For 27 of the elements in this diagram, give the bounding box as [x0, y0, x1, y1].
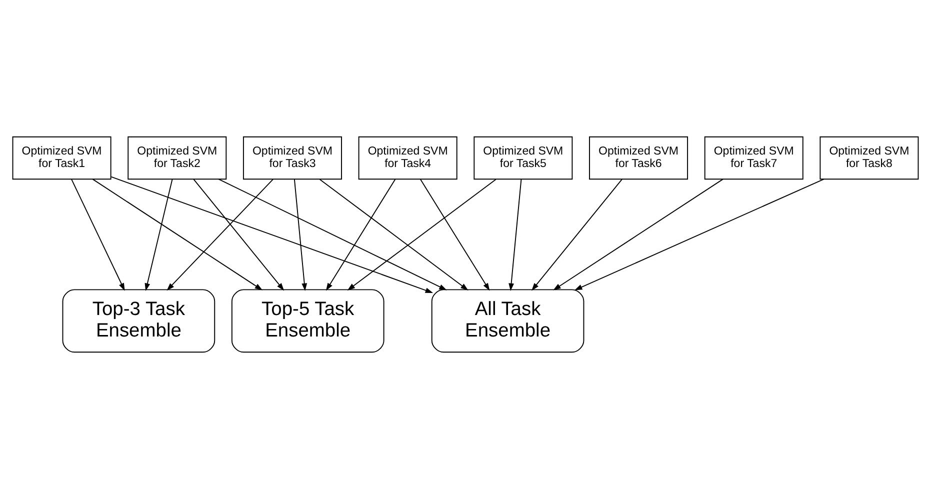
- arrow: [532, 178, 622, 290]
- node-box: Optimized SVM for Task8: [820, 136, 919, 180]
- arrow: [574, 178, 824, 290]
- arrow: [218, 178, 447, 290]
- node-box: All Task Ensemble: [431, 288, 584, 352]
- arrow: [326, 178, 396, 290]
- arrow: [553, 178, 724, 290]
- arrow: [71, 178, 125, 290]
- arrow: [420, 178, 490, 290]
- arrow: [347, 178, 496, 290]
- arrow: [92, 178, 263, 290]
- node-box: Optimized SVM for Task1: [12, 136, 112, 180]
- node-box: Optimized SVM for Task6: [589, 136, 688, 180]
- node-box: Optimized SVM for Task4: [358, 136, 458, 180]
- node-box: Top-3 Task Ensemble: [62, 288, 216, 352]
- node-box: Optimized SVM for Task2: [128, 136, 227, 180]
- arrow: [166, 178, 274, 290]
- node-box: Optimized SVM for Task3: [242, 136, 342, 180]
- arrow: [508, 178, 522, 291]
- arrow: [144, 178, 173, 290]
- arrow: [294, 178, 308, 291]
- arrow: [110, 176, 434, 292]
- arrow: [319, 178, 468, 290]
- node-box: Optimized SVM for Task7: [704, 136, 804, 180]
- node-box: Optimized SVM for Task5: [474, 136, 573, 180]
- arrow: [193, 178, 284, 290]
- node-box: Top-5 Task Ensemble: [231, 288, 384, 352]
